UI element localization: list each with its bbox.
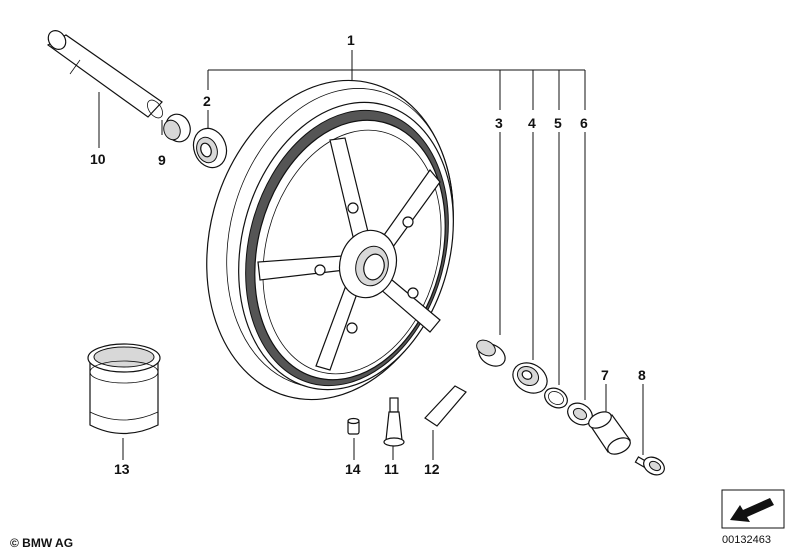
spacer-sleeve-part [163, 113, 191, 143]
bolt-part [634, 456, 665, 476]
callout-8: 8 [638, 367, 646, 383]
callout-11: 11 [384, 461, 399, 477]
callout-12: 12 [424, 461, 440, 477]
grease-can-part [87, 343, 161, 434]
callout-2: 2 [203, 93, 211, 109]
leader-lines [98, 50, 644, 460]
spacer-part [476, 339, 506, 367]
callout-labels: 1 2 3 4 5 6 7 8 9 10 11 12 13 14 [90, 32, 646, 477]
axle-part [46, 30, 163, 119]
copyright-text: © BMW AG [10, 536, 74, 550]
callout-9: 9 [158, 152, 166, 168]
callout-10: 10 [90, 151, 106, 167]
balance-weight-part [424, 385, 467, 427]
callout-3: 3 [495, 115, 503, 131]
callout-14: 14 [345, 461, 361, 477]
bearing-right-part [512, 362, 548, 394]
callout-13: 13 [114, 461, 130, 477]
sleeve-part [588, 411, 631, 455]
seal-ring-part [567, 402, 593, 426]
circlip-part [544, 387, 568, 409]
wheel-part [206, 79, 454, 401]
diagram-id-icon [721, 489, 785, 529]
valve-part [383, 397, 405, 447]
callout-4: 4 [528, 115, 536, 131]
valve-cap-part [347, 417, 360, 435]
diagram-number: 00132463 [722, 534, 771, 546]
callout-7: 7 [601, 367, 609, 383]
callout-1: 1 [347, 32, 355, 48]
bearing-part [192, 127, 228, 169]
callout-6: 6 [580, 115, 588, 131]
callout-5: 5 [554, 115, 562, 131]
